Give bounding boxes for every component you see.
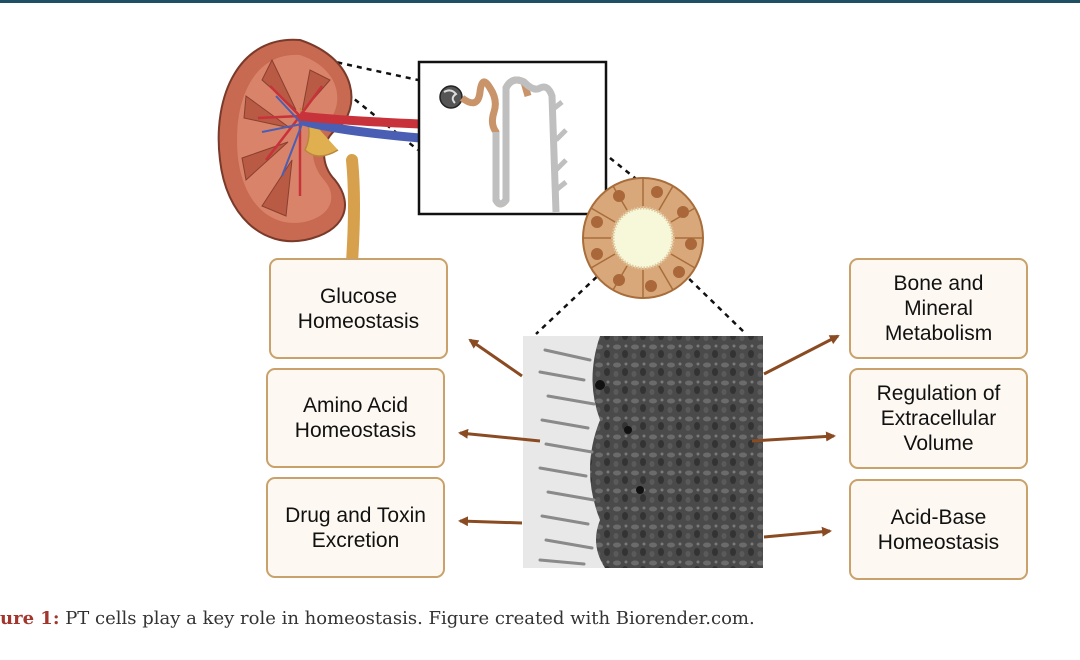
acid-base-homeostasis-box: Acid-Base Homeostasis: [849, 479, 1028, 580]
ureter: [346, 154, 360, 268]
caption-label: ure 1:: [0, 608, 60, 629]
caption-text: PT cells play a key role in homeostasis.…: [59, 608, 755, 629]
kidney-illustration: [217, 38, 421, 243]
regulation-of-extracellular-volume-box: Regulation of Extracellular Volume: [849, 368, 1028, 469]
amino-acid-homeostasis-box: Amino Acid Homeostasis: [266, 368, 445, 468]
arrow-to-drug-and-toxin-excretion: [458, 516, 523, 527]
arrow-to-glucose-homeostasis: [468, 338, 523, 378]
arrow-to-amino-acid-homeostasis: [458, 428, 541, 443]
box-label: Amino Acid Homeostasis: [294, 394, 417, 442]
bone-and-mineral-metabolism-box: Bone and Mineral Metabolism: [849, 258, 1028, 359]
box-label: Regulation of Extracellular Volume: [876, 382, 1001, 455]
box-label: Acid-Base Homeostasis: [877, 505, 1000, 554]
glucose-homeostasis-box: Glucose Homeostasis: [269, 258, 448, 359]
box-label: Bone and Mineral Metabolism: [884, 272, 993, 345]
top-rule: [0, 0, 1080, 3]
drug-and-toxin-excretion-box: Drug and Toxin Excretion: [266, 477, 445, 578]
arrow-to-bone-and-mineral-metabolism: [763, 334, 840, 376]
box-label: Glucose Homeostasis: [297, 284, 420, 333]
pt-cell-diagram: [217, 38, 840, 568]
arrows: [458, 334, 840, 539]
arrow-to-acid-base-homeostasis: [763, 526, 832, 539]
arrow-to-regulation-of-extracellular-volume: [751, 431, 836, 443]
box-label: Drug and Toxin Excretion: [285, 503, 426, 552]
electron-micrograph: [523, 336, 763, 568]
nephron-inset: [417, 60, 608, 216]
tubule-cross-section: [582, 177, 704, 299]
figure-caption: ure 1: PT cells play a key role in homeo…: [0, 608, 1080, 629]
